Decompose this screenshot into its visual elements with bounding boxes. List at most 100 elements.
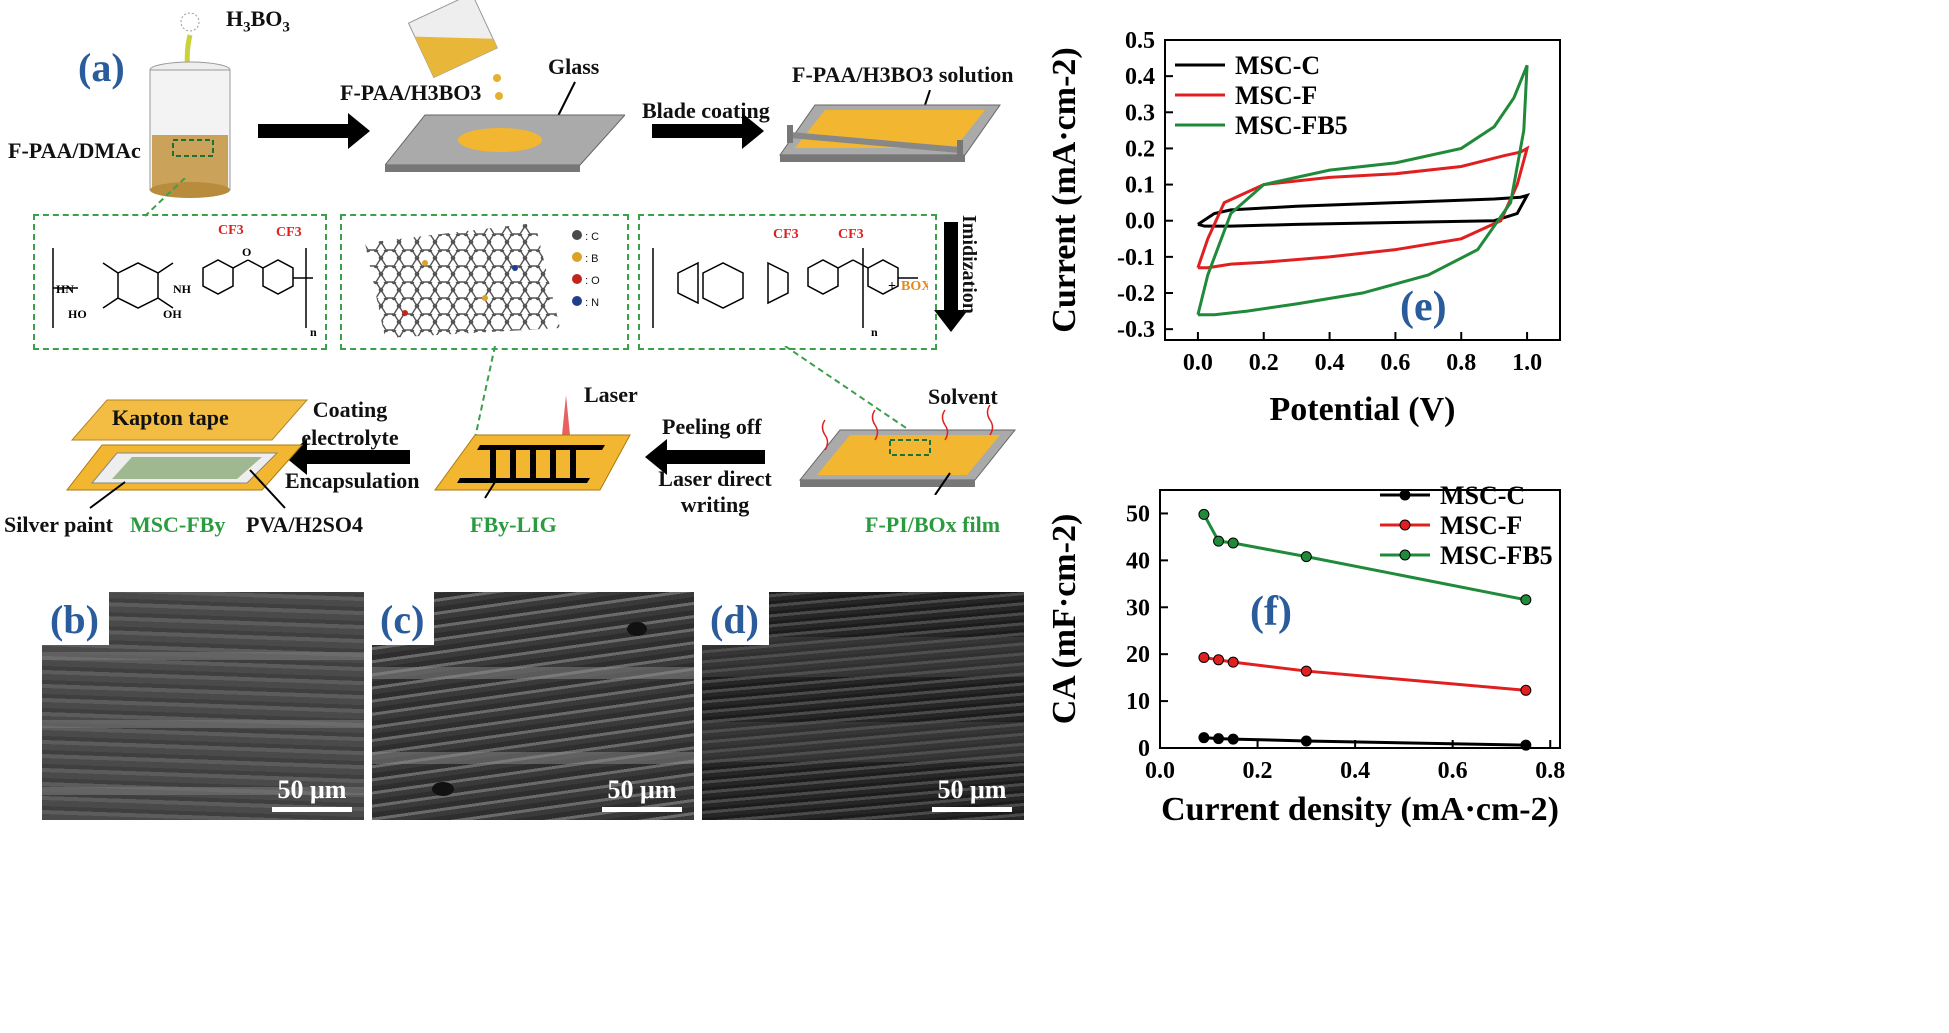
atom-legend-o: : O: [572, 270, 600, 292]
x-tick-label: 1.0: [1512, 350, 1542, 376]
data-point: [1300, 665, 1312, 677]
series-line-3: [1196, 64, 1529, 317]
x-tick-label: 0.4: [1340, 758, 1370, 784]
paa-nh: NH: [173, 282, 192, 296]
atom-c-icon: [572, 230, 582, 240]
plot-frame: [1164, 39, 1561, 341]
y-tick-label: 50: [1126, 501, 1150, 527]
device-pointers: [89, 469, 286, 509]
dashed-link-2: [474, 346, 496, 439]
dashed-link: [144, 178, 186, 217]
arrow-1: [258, 113, 370, 149]
data-point: [1520, 594, 1532, 606]
fpaa-dmac-label: F-PAA/DMAc: [8, 138, 141, 163]
data-point: [1213, 535, 1225, 547]
y-tick-label: 0.3: [1125, 100, 1155, 126]
atom-legend: : C : B : O : N: [572, 226, 600, 314]
pouring-cup-illustration: [407, 0, 503, 100]
atom-legend-c: : C: [572, 226, 600, 248]
glass-label: Glass: [548, 54, 600, 79]
y-tick-label: 0.0: [1125, 209, 1155, 235]
series-line-1: [1197, 193, 1531, 228]
pva-label: PVA/H2SO4: [246, 512, 363, 537]
paa-oh: OH: [163, 307, 182, 321]
x-tick-label: 0.0: [1145, 758, 1175, 784]
sem-d-tag: (d): [702, 592, 769, 645]
pi-structure-box: [638, 214, 937, 350]
peeling-off-label: Peeling off: [662, 414, 762, 439]
legend-label: MSC-C: [1440, 481, 1525, 510]
sem-d-scalebar: 50 μm: [932, 775, 1012, 812]
sem-c-tag: (c): [372, 592, 435, 645]
data-point: [1213, 733, 1225, 745]
laser-direct-writing-label: Laser direct writing: [658, 466, 772, 517]
y-tick-label: -0.2: [1117, 281, 1155, 307]
legend-label: MSC-C: [1235, 51, 1320, 80]
data-point: [1300, 735, 1312, 747]
legend-label: MSC-FB5: [1440, 541, 1553, 570]
laser-writing-illustration: [434, 395, 631, 499]
legend-label: MSC-F: [1440, 511, 1522, 540]
x-axis-label: Current density (mA·cm-2): [1161, 791, 1559, 828]
x-tick-label: 0.4: [1315, 350, 1345, 376]
data-point: [1300, 551, 1312, 563]
y-tick-label: 20: [1126, 642, 1150, 668]
x-tick-label: 0.8: [1446, 350, 1476, 376]
device-illustration: [65, 399, 309, 491]
data-point: [1198, 508, 1210, 520]
paa-n: n: [310, 325, 317, 339]
paa-ho: HO: [68, 307, 87, 321]
x-tick-label: 0.2: [1249, 350, 1279, 376]
y-axis-label: Current (mA·cm-2): [1046, 47, 1083, 332]
y-tick-label: 10: [1126, 689, 1150, 715]
sem-c-scalebar: 50 μm: [602, 775, 682, 812]
atom-b-icon: [572, 252, 582, 262]
legend-marker: [1399, 519, 1411, 531]
sem-panel-d: (d) 50 μm: [702, 592, 1024, 820]
data-point: [1213, 654, 1225, 666]
data-point: [1198, 732, 1210, 744]
x-axis-label: Potential (V): [1269, 391, 1455, 428]
legend-label: MSC-F: [1235, 81, 1317, 110]
coating-electrolyte-label: Coating electrolyte: [301, 397, 399, 450]
y-tick-label: 30: [1126, 595, 1150, 621]
y-tick-label: 0: [1138, 736, 1150, 762]
atom-legend-b: : B: [572, 248, 600, 270]
panel-tag: (e): [1400, 284, 1447, 330]
h3bo3-label: H3BO3: [226, 6, 290, 36]
kapton-tape-label: Kapton tape: [112, 405, 229, 430]
data-point: [1198, 651, 1210, 663]
msc-fby-label: MSC-FBy: [130, 512, 226, 537]
data-point: [1227, 733, 1239, 745]
y-tick-label: 0.1: [1125, 173, 1155, 199]
data-point: [1520, 684, 1532, 696]
arrow-2: [652, 113, 764, 149]
fpaa-h3bo3-label: F-PAA/H3BO3: [340, 80, 482, 105]
blade-coating-illustration: [779, 90, 1001, 162]
pi-box: BOX: [901, 279, 928, 294]
sem-panel-b: (b) 50 μm: [42, 592, 364, 820]
silver-paint-label: Silver paint: [4, 512, 114, 537]
sem-panel-c: (c) 50 μm: [372, 592, 694, 820]
sem-b-scalebar: 50 μm: [272, 775, 352, 812]
pi-cf3a: CF3: [773, 227, 799, 242]
paa-structure-box: [33, 214, 327, 350]
lig-structure-box: [340, 214, 629, 350]
pi-cf3b: CF3: [838, 227, 864, 242]
series-line-2: [1203, 655, 1526, 692]
paa-cf3a: CF3: [218, 223, 244, 238]
imidization-arrow: [944, 222, 958, 312]
y-tick-label: -0.1: [1117, 245, 1155, 271]
legend-label: MSC-FB5: [1235, 111, 1348, 140]
data-point: [1227, 537, 1239, 549]
panel-tag: (f): [1250, 589, 1292, 635]
fby-lig-label: FBy-LIG: [470, 512, 557, 537]
x-tick-label: 0.0: [1183, 350, 1213, 376]
pi-n: n: [871, 325, 878, 339]
legend-marker: [1399, 549, 1411, 561]
fpi-film-label: F-PI/BOx film: [865, 512, 1001, 537]
y-tick-label: 40: [1126, 548, 1150, 574]
atom-n-icon: [572, 296, 582, 306]
